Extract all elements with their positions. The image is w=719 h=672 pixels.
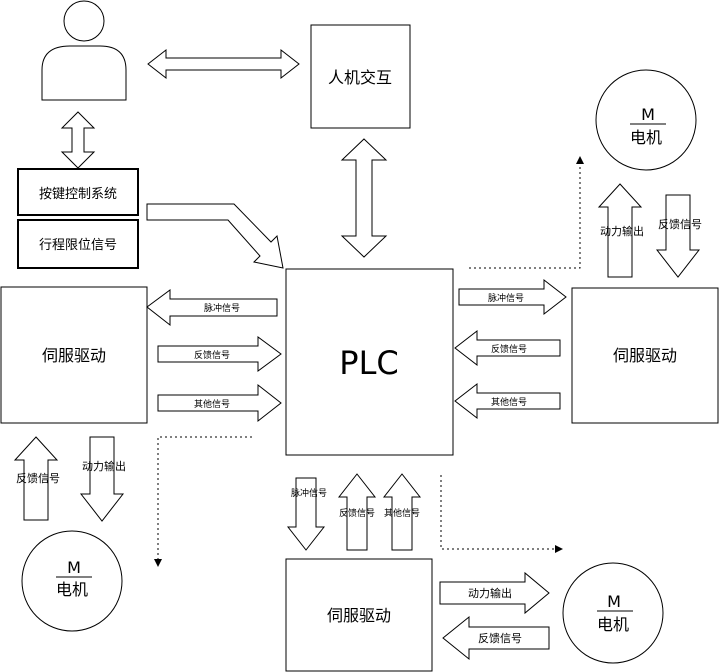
left-power-arrow: 动力输出 <box>79 436 126 522</box>
left-dashed-arrowhead <box>154 559 162 567</box>
left-other-arrow: 其他信号 <box>157 383 282 423</box>
left-feedback-arrow: 反馈信号 <box>157 336 282 372</box>
bottom-feedback-motor-label: 反馈信号 <box>478 632 522 645</box>
motor-bottom-m: M <box>607 592 621 611</box>
left-pulse-arrow: 脉冲信号 <box>146 289 278 327</box>
right-feedback-label: 反馈信号 <box>491 343 527 355</box>
motor-right: M 电机 <box>595 69 697 171</box>
bottom-power-label: 动力输出 <box>468 586 512 600</box>
bottom-dashed-arrowhead <box>555 545 563 553</box>
right-other-label: 其他信号 <box>491 396 527 408</box>
bottom-feedback-label: 反馈信号 <box>339 507 375 519</box>
left-feedback-motor-arrow: 反馈信号 <box>13 436 60 521</box>
motor-right-label: 电机 <box>630 128 662 147</box>
bottom-feedback-arrow: 反馈信号 <box>337 473 377 551</box>
right-power-arrow: 动力输出 <box>597 183 644 278</box>
servo-right-label: 伺服驱动 <box>613 346 677 365</box>
plc-label: PLC <box>339 344 398 382</box>
left-feedback-motor-label: 反馈信号 <box>16 472 60 485</box>
bottom-pulse-arrow: 脉冲信号 <box>286 477 327 551</box>
left-pulse-label: 脉冲信号 <box>204 302 240 314</box>
left-feedback-label: 反馈信号 <box>194 349 230 361</box>
motor-bottom-label: 电机 <box>597 615 629 634</box>
bottom-feedback-motor-arrow: 反馈信号 <box>442 615 550 661</box>
servo-left-box: 伺服驱动 <box>0 286 148 424</box>
limit-label: 行程限位信号 <box>39 238 117 253</box>
plc-box: PLC <box>285 268 454 456</box>
servo-bottom-box: 伺服驱动 <box>285 558 433 672</box>
hmi-plc-arrow <box>340 138 388 258</box>
bottom-power-arrow: 动力输出 <box>439 571 550 615</box>
bottom-dashed-connector <box>440 475 555 550</box>
right-other-arrow: 其他信号 <box>454 382 561 420</box>
keypad-plc-arrow <box>146 203 284 269</box>
motor-left: M 电机 <box>21 530 123 632</box>
bottom-other-label: 其他信号 <box>384 507 420 519</box>
user-keypad-arrow <box>60 111 96 169</box>
left-power-label: 动力输出 <box>82 459 126 473</box>
right-feedback-motor-label: 反馈信号 <box>658 218 702 231</box>
servo-left-label: 伺服驱动 <box>42 346 106 365</box>
servo-right-box: 伺服驱动 <box>571 287 719 424</box>
keypad-label: 按键控制系统 <box>39 187 117 202</box>
right-dashed-arrowhead <box>576 156 584 164</box>
bottom-other-arrow: 其他信号 <box>382 473 422 551</box>
motor-bottom: M 电机 <box>562 562 664 664</box>
hmi-label: 人机交互 <box>328 68 392 87</box>
keypad-box: 按键控制系统 <box>17 168 139 216</box>
hmi-box: 人机交互 <box>310 24 411 129</box>
right-pulse-label: 脉冲信号 <box>488 292 524 304</box>
limit-box: 行程限位信号 <box>17 219 139 269</box>
right-feedback-arrow: 反馈信号 <box>454 329 561 367</box>
right-pulse-arrow: 脉冲信号 <box>458 278 567 316</box>
right-power-label: 动力输出 <box>600 224 644 238</box>
left-other-label: 其他信号 <box>194 398 230 410</box>
servo-bottom-label: 伺服驱动 <box>327 606 391 625</box>
right-feedback-motor-arrow: 反馈信号 <box>655 194 702 278</box>
bottom-pulse-label: 脉冲信号 <box>291 487 327 499</box>
left-dashed-connector <box>157 436 252 560</box>
right-dashed-connector <box>469 163 581 269</box>
motor-left-m: M <box>67 558 81 577</box>
user-icon <box>41 0 127 101</box>
user-hmi-arrow <box>147 48 300 80</box>
motor-left-label: 电机 <box>56 580 88 599</box>
motor-right-m: M <box>641 105 655 124</box>
